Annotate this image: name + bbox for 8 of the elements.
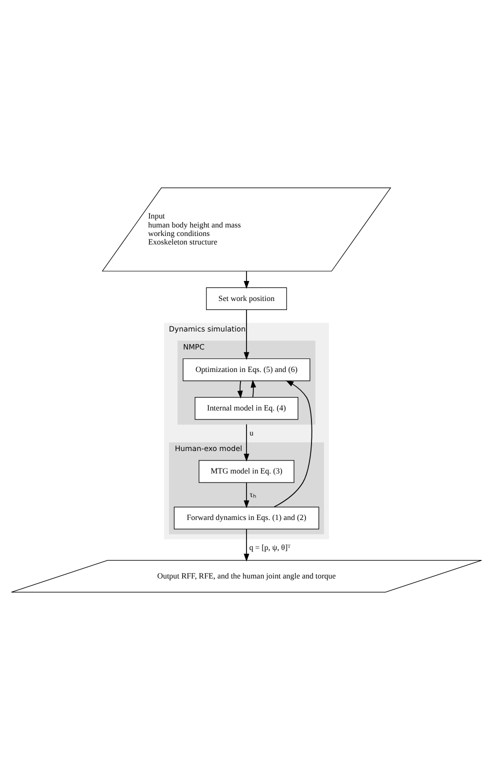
arrow: [236, 380, 242, 399]
arrow: [243, 270, 249, 289]
arrow: [250, 380, 256, 398]
arrow: [243, 424, 249, 462]
arrow: [243, 482, 249, 508]
arrow: [273, 380, 312, 508]
arrow: [243, 310, 249, 360]
arrow: [243, 528, 249, 562]
